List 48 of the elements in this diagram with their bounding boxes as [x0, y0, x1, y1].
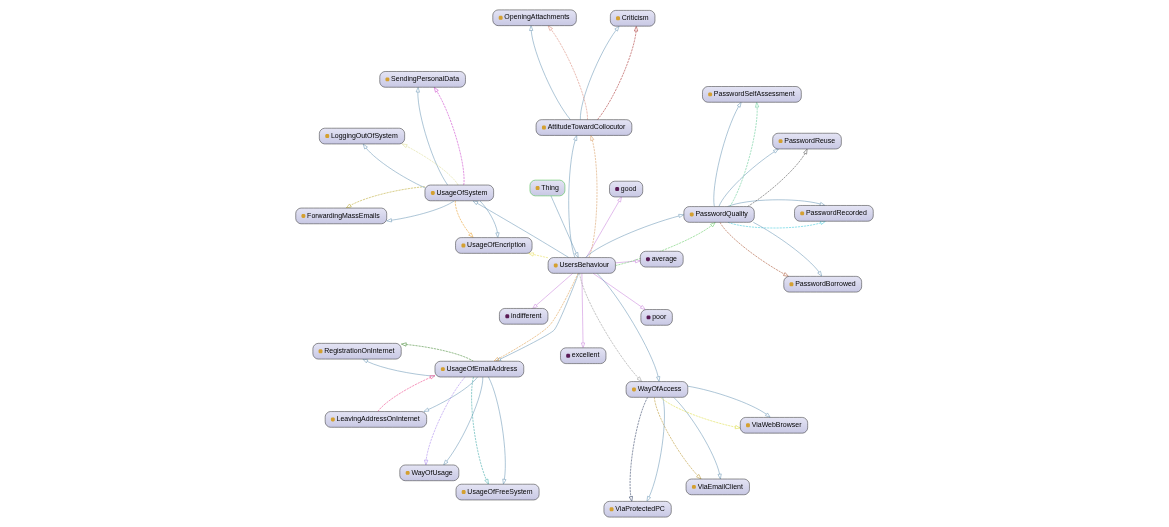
arrow	[423, 376, 478, 412]
arrow	[588, 135, 598, 258]
arrow	[592, 273, 646, 310]
arrow	[646, 397, 665, 502]
arrow	[615, 222, 716, 266]
arrow	[727, 220, 826, 229]
arrow	[532, 273, 573, 309]
arrow	[455, 200, 474, 238]
arrow	[673, 397, 722, 480]
arrow	[615, 259, 641, 264]
arrow	[753, 222, 822, 277]
arrow	[471, 376, 489, 485]
arrow	[727, 199, 826, 207]
arrow	[528, 252, 549, 259]
arrow	[488, 376, 507, 485]
arrow	[581, 273, 585, 348]
arrow	[585, 214, 685, 258]
arrow	[424, 376, 466, 466]
arrow	[628, 397, 648, 502]
arrow	[713, 102, 742, 207]
arrow	[597, 26, 639, 120]
arrow	[386, 200, 455, 223]
arrow	[362, 358, 436, 377]
arrow	[729, 102, 760, 207]
arrow	[718, 148, 779, 207]
arrow	[596, 273, 661, 382]
arrow	[415, 87, 448, 186]
arrow	[472, 200, 569, 258]
arrow	[550, 195, 579, 258]
arrow	[654, 397, 702, 480]
arrow	[547, 25, 588, 120]
arrow	[346, 186, 426, 209]
arrow	[747, 148, 808, 207]
arrow	[443, 376, 484, 466]
arrow	[719, 222, 789, 277]
arrow	[586, 196, 622, 258]
arrow	[529, 25, 571, 120]
arrow	[433, 87, 465, 186]
arrow	[377, 375, 436, 412]
arrow	[580, 25, 620, 120]
arrow	[579, 273, 642, 382]
arrow	[479, 200, 500, 238]
arrow	[401, 342, 474, 362]
arrow	[687, 385, 771, 418]
arrow	[362, 143, 426, 189]
arrow	[660, 397, 741, 430]
arrow	[568, 135, 578, 258]
arrow	[401, 143, 459, 186]
